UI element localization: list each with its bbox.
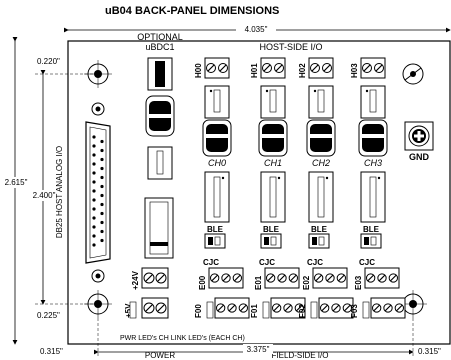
- f-connector-label: F01: [250, 304, 259, 318]
- ble-jumper: [360, 233, 382, 249]
- channel-label: CH1: [264, 158, 282, 168]
- channel-relay: [202, 119, 232, 157]
- edge-right-label: 0.315": [418, 347, 441, 356]
- cjc-label: CJC: [359, 258, 375, 267]
- channel-label: CH3: [364, 158, 382, 168]
- f-connector: [318, 297, 354, 319]
- channel-label: CH0: [208, 158, 226, 168]
- e-connector: [208, 267, 244, 289]
- ubdc1-module: [144, 57, 175, 259]
- power-5v-connector: [141, 297, 169, 319]
- power-label: POWER: [145, 351, 175, 360]
- channel-module-top: [204, 85, 230, 119]
- plus5v-label: +5V: [124, 303, 133, 318]
- host-connector-label: H00: [194, 63, 203, 78]
- ch-link-led: [206, 301, 214, 319]
- host-connector-label: H01: [250, 63, 259, 78]
- power-led: [129, 301, 137, 319]
- e-connector: [264, 267, 300, 289]
- host-connector: [204, 57, 230, 79]
- width-bottom-label: 3.375": [247, 345, 270, 354]
- e-connector-label: E02: [302, 275, 311, 290]
- ble-label: BLE: [207, 225, 224, 234]
- f-connector: [214, 297, 250, 319]
- channel-relay: [258, 119, 288, 157]
- host-side-label: HOST-SIDE I/O: [259, 42, 322, 52]
- ch-link-led: [362, 301, 370, 319]
- channel-label: CH2: [312, 158, 330, 168]
- offset-bottom-label: 0.225": [37, 311, 60, 320]
- edge-left-label: 0.315": [40, 347, 63, 356]
- f-connector: [370, 297, 406, 319]
- height-inner-label: 2.400": [33, 191, 56, 200]
- ble-label: BLE: [311, 225, 328, 234]
- gnd-label: GND: [409, 152, 430, 162]
- host-connector: [260, 57, 286, 79]
- db25-label: DB25 HOST ANALOG I/O: [55, 146, 64, 238]
- ble-label: BLE: [263, 225, 280, 234]
- cjc-label: CJC: [203, 258, 219, 267]
- offset-top-label: 0.220": [37, 57, 60, 66]
- f-connector: [270, 297, 306, 319]
- channel-module-bottom: [360, 171, 386, 223]
- mount-hole-top-left: [84, 60, 112, 88]
- channel-module-bottom: [308, 171, 334, 223]
- mount-hole-top-right: [402, 63, 424, 85]
- plus24v-label: +24V: [131, 270, 140, 290]
- db25-connector: [85, 102, 111, 283]
- mount-hole-bottom-left: [84, 290, 112, 318]
- power-24v-connector: [141, 267, 169, 289]
- ch-link-led: [262, 301, 270, 319]
- host-connector-label: H02: [298, 63, 307, 78]
- width-top-label: 4.035": [245, 25, 268, 34]
- e-connector-label: E01: [254, 275, 263, 290]
- e-connector: [312, 267, 348, 289]
- cjc-label: CJC: [307, 258, 323, 267]
- field-side-label: FIELD-SIDE I/O: [272, 351, 329, 360]
- host-connector: [360, 57, 386, 79]
- ble-jumper: [308, 233, 330, 249]
- f-connector-label: F00: [194, 304, 203, 318]
- ble-jumper: [260, 233, 282, 249]
- ch-link-led: [310, 301, 318, 319]
- ble-label: BLE: [363, 225, 380, 234]
- host-connector-label: H03: [350, 63, 359, 78]
- host-connector: [308, 57, 334, 79]
- channel-relay: [358, 119, 388, 157]
- f-connector-label: F02: [298, 304, 307, 318]
- cjc-label: CJC: [259, 258, 275, 267]
- ble-jumper: [204, 233, 226, 249]
- f-connector-label: F03: [350, 304, 359, 318]
- channel-module-top: [308, 85, 334, 119]
- channel-module-bottom: [204, 171, 230, 223]
- gnd-terminal: [404, 121, 434, 151]
- e-connector-label: E03: [354, 275, 363, 290]
- optional-label: OPTIONAL: [137, 32, 183, 42]
- height-outer-label: 2.615": [5, 178, 28, 187]
- leds-label: PWR LED's CH LINK LED's (EACH CH): [120, 335, 245, 342]
- diagram-title: uB04 BACK-PANEL DIMENSIONS: [105, 5, 279, 17]
- channel-module-top: [260, 85, 286, 119]
- channel-module-bottom: [260, 171, 286, 223]
- channel-relay: [306, 119, 336, 157]
- e-connector-label: E00: [198, 275, 207, 290]
- channel-module-top: [360, 85, 386, 119]
- e-connector: [364, 267, 400, 289]
- ubdc1-label: uBDC1: [145, 42, 174, 52]
